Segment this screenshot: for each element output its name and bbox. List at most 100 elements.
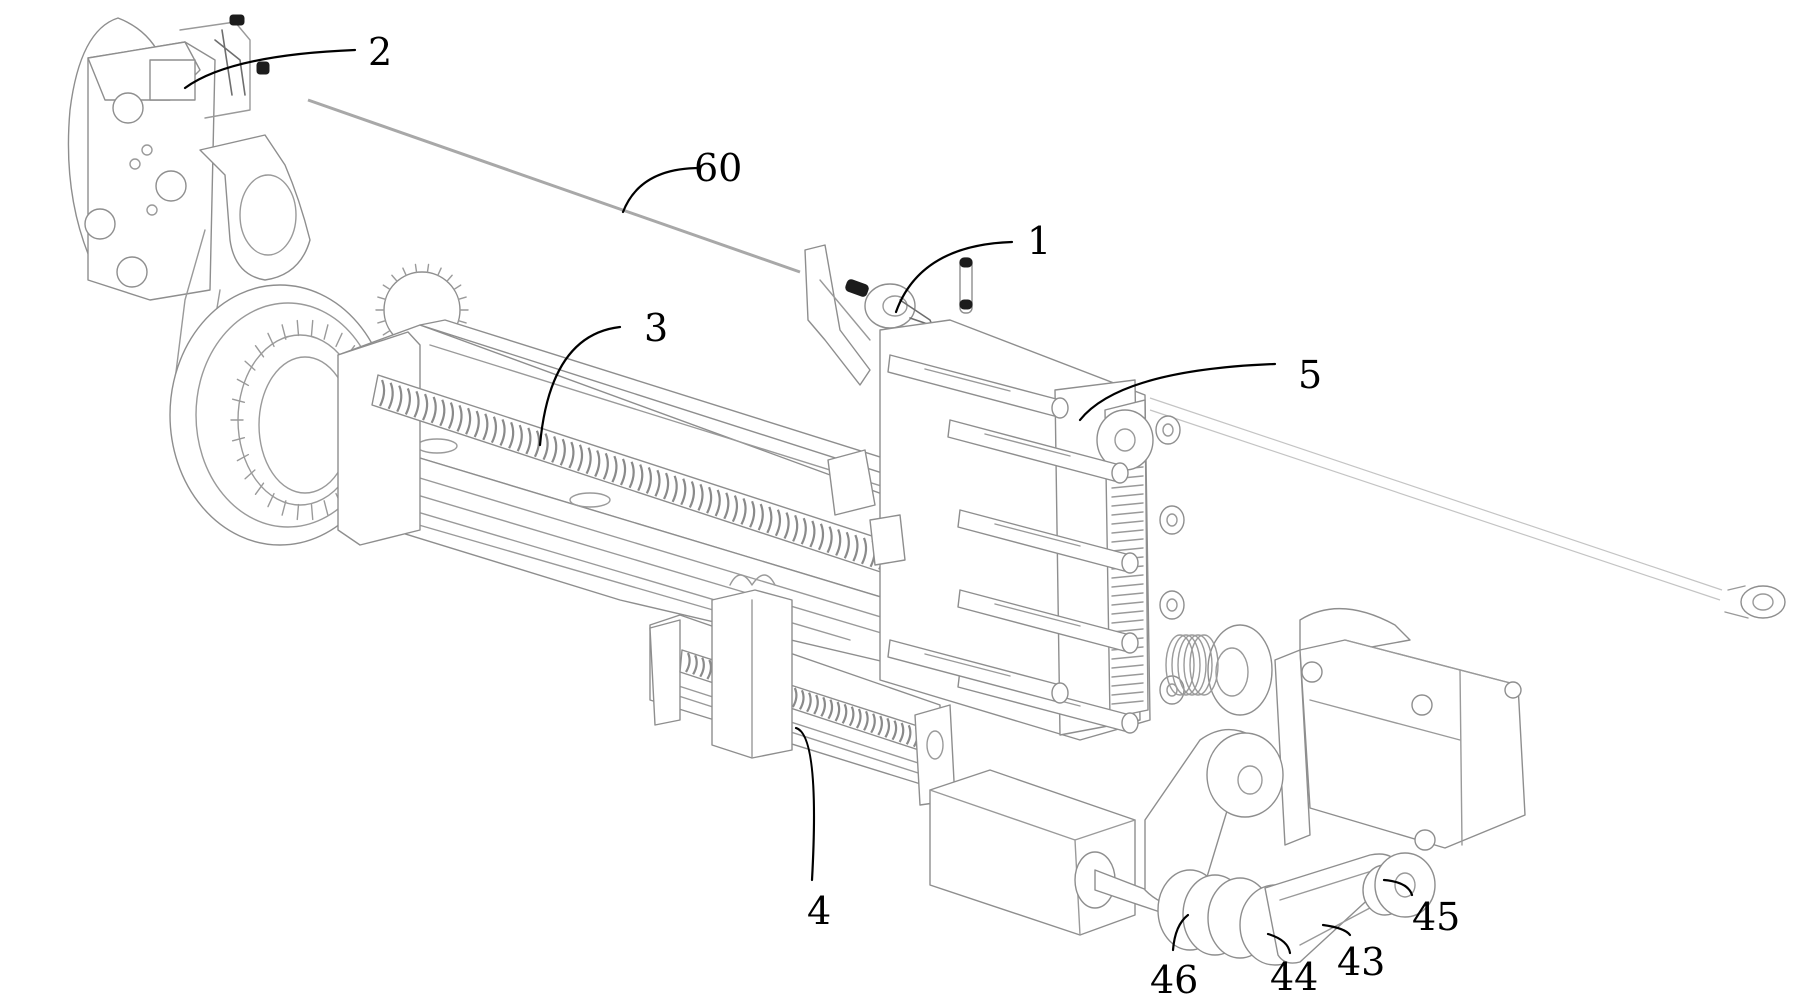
thread-turn [774,509,782,537]
belt-tooth [1111,673,1144,678]
thread-turn [482,413,489,441]
thread-turn [820,696,826,717]
belt-tooth [1111,511,1144,516]
standoff-hole [1166,513,1178,527]
rod-end [1121,632,1139,654]
gear-tooth [457,320,467,324]
thread-turn [813,694,819,715]
standoff [1155,415,1181,445]
leader-2 [183,48,357,90]
thread-turn [490,416,498,444]
gear-tooth [254,344,265,358]
leader-43 [1321,923,1352,937]
leader-1 [894,240,1014,314]
thread-turn [757,503,764,531]
belt-tooth [1111,538,1144,543]
coupler-ring [1177,634,1207,696]
belt-tooth [1111,502,1144,507]
main-lead-screw [371,374,916,581]
gear-tooth [244,469,256,480]
thread-turn [473,410,480,438]
thread-turn [645,466,652,494]
label-46: 46 [1150,958,1198,1002]
gear-tooth [377,296,387,300]
standoff-hole [1166,598,1178,612]
belt-tooth [1111,493,1144,498]
thread-turn [731,495,739,523]
gear-tooth [377,320,387,324]
label-60: 60 [694,146,742,190]
belt-tooth [1111,601,1144,606]
gear-tooth [254,482,265,496]
thread-turn [855,708,862,729]
gear-tooth [382,284,391,291]
thread-turn [792,514,799,542]
thread-turn [688,481,695,508]
gear-tooth [231,398,246,404]
belt-tooth [1111,484,1144,489]
thread-turn [404,388,411,415]
thread-turn [898,722,905,743]
gear-tooth [281,324,287,340]
thread-turn [706,659,713,680]
gear-tooth [296,503,300,521]
thread-turn [499,419,506,446]
thread-turn [884,717,891,738]
rod-end [1121,712,1139,734]
thread-turn [891,720,898,741]
thread-turn [791,687,798,708]
thread-turn [387,382,394,410]
thread-turn [841,703,848,724]
thread-turn [843,531,850,559]
thread-turn [619,458,627,486]
thread-turn [848,706,855,727]
coupler-ring [1183,634,1213,696]
belt-tooth [1111,691,1144,696]
gear-tooth [267,332,275,348]
stepper-motor [1165,607,1526,851]
thread-turn [749,500,756,528]
clamp-head-assembly [67,14,311,381]
gear-tooth [414,263,418,274]
belt-tooth [1111,574,1144,579]
thread-turn [692,654,698,675]
gear-tooth [437,267,442,277]
guide-wire [307,98,1786,619]
thread-turn [740,498,747,525]
upper-pulley [1206,732,1284,818]
thread-turn [559,438,566,466]
rod-end [1111,462,1129,484]
thread-turn [413,390,420,418]
thread-turn [697,483,704,511]
thread-turn [680,478,687,506]
belt-tooth [1111,583,1144,588]
rod-slot [924,653,1011,677]
belt-tooth [1111,682,1144,687]
belt-tooth [1111,520,1144,525]
standoff-hole [1162,423,1174,437]
thread-turn [456,404,463,432]
gear-tooth [281,500,287,516]
thread-turn [525,427,532,455]
thread-turn [611,455,618,483]
label-1: 1 [1027,219,1051,263]
label-4: 4 [807,889,831,933]
label-45: 45 [1412,895,1460,939]
thread-turn [637,464,644,492]
thread-turn [905,724,912,745]
gear-tooth [382,329,391,336]
rod-end [1051,682,1069,704]
thread-turn [533,430,541,458]
leader-3 [538,325,622,447]
rod-slot [924,368,1011,392]
belt-drive [1144,728,1436,966]
rod-end [1121,552,1139,574]
thread-turn [439,399,446,427]
gear-tooth [236,378,250,387]
thread-turn [826,526,833,554]
gear-tooth [446,274,453,282]
leader-60 [621,166,702,214]
thread-turn [783,512,790,540]
thread-turn [663,472,670,500]
